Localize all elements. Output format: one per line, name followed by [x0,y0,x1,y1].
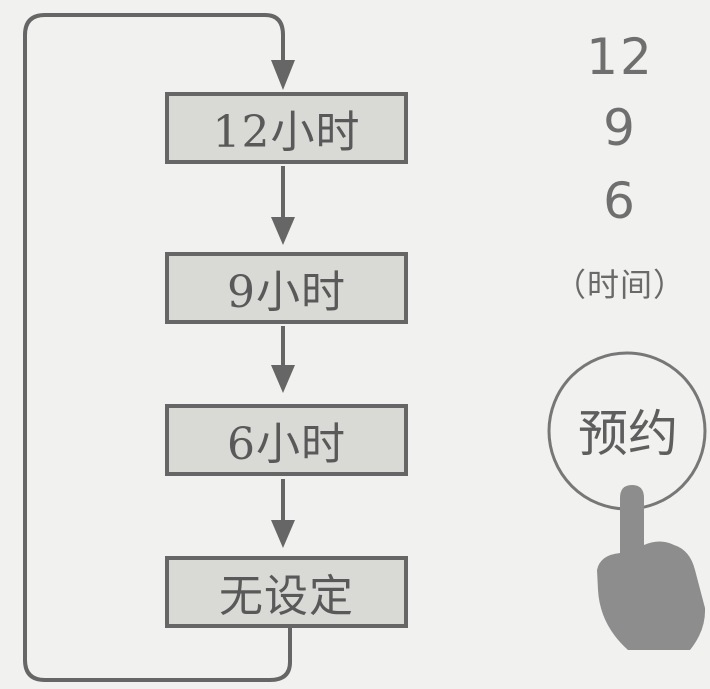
loop-arrowhead [271,60,295,90]
time-indicator-6: 6 [603,172,637,230]
arrowhead-2-3 [271,365,295,393]
time-indicator-12: 12 [586,28,654,86]
arrowhead-3-4 [271,520,295,548]
step-label: 9小时 [227,267,346,318]
loop-line [23,13,292,682]
step-6-hours: 6小时 [165,404,408,476]
reservation-button-label: 预约 [578,405,678,463]
arrowhead-1-2 [271,217,295,245]
step-no-setting: 无设定 [165,556,408,628]
time-indicator-9: 9 [603,99,637,157]
step-label: 12小时 [212,107,361,158]
step-12-hours: 12小时 [165,92,408,164]
reservation-button[interactable]: 预约 [548,360,708,500]
step-label: 6小时 [227,419,346,470]
step-9-hours: 9小时 [165,252,408,324]
hand-pointer-icon [597,485,706,650]
time-caption: （时间） [553,266,686,304]
step-label: 无设定 [219,571,354,622]
